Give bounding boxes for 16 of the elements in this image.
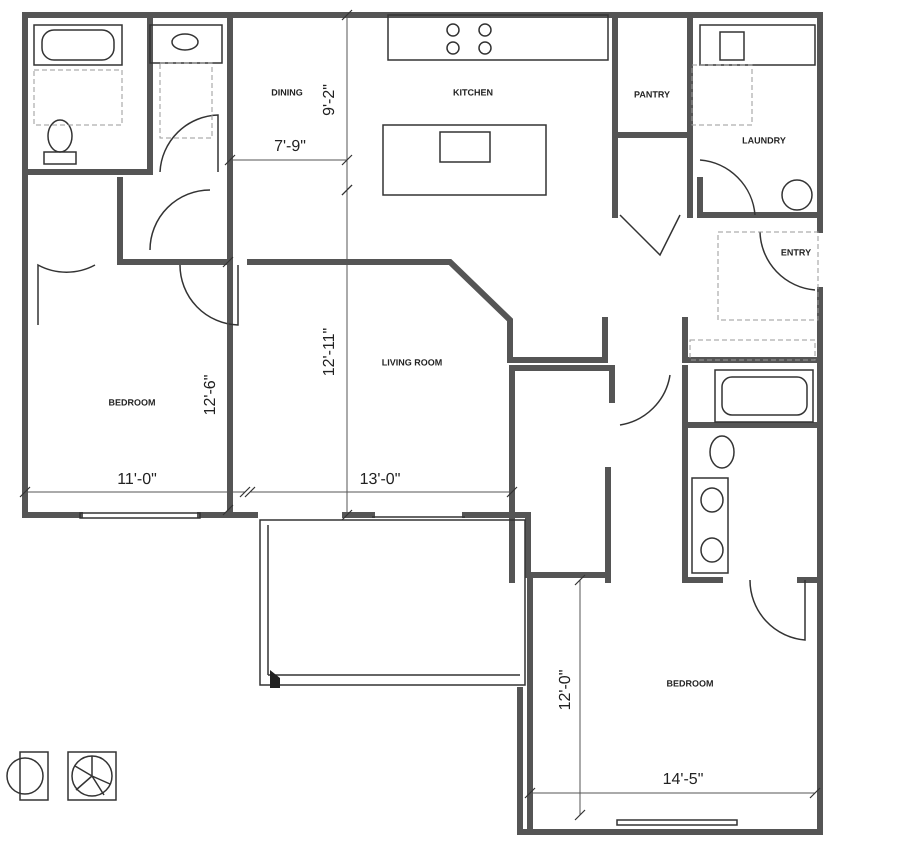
dimension-label: 12'-0": [558, 670, 574, 710]
dimension-label: 11'-0": [117, 472, 157, 488]
room-label: BEDROOM: [666, 680, 714, 688]
dimension-label: 12'-11": [322, 328, 338, 376]
room-label: PANTRY: [634, 90, 670, 100]
room-label: DINING: [271, 88, 303, 98]
room-label: LAUNDRY: [742, 136, 786, 146]
dimension-label: 12'-6": [203, 374, 219, 416]
dimension-label: 13'-0": [360, 472, 400, 488]
dimension-label: 9'-2": [322, 84, 338, 116]
room-label: KITCHEN: [453, 88, 493, 98]
dimension-label: 14'-5": [662, 772, 704, 788]
room-label: BEDROOM: [108, 398, 156, 408]
room-label: ENTRY: [780, 248, 812, 258]
room-label: LIVING ROOM: [382, 358, 442, 368]
dimension-label: 7'-9": [274, 139, 306, 155]
